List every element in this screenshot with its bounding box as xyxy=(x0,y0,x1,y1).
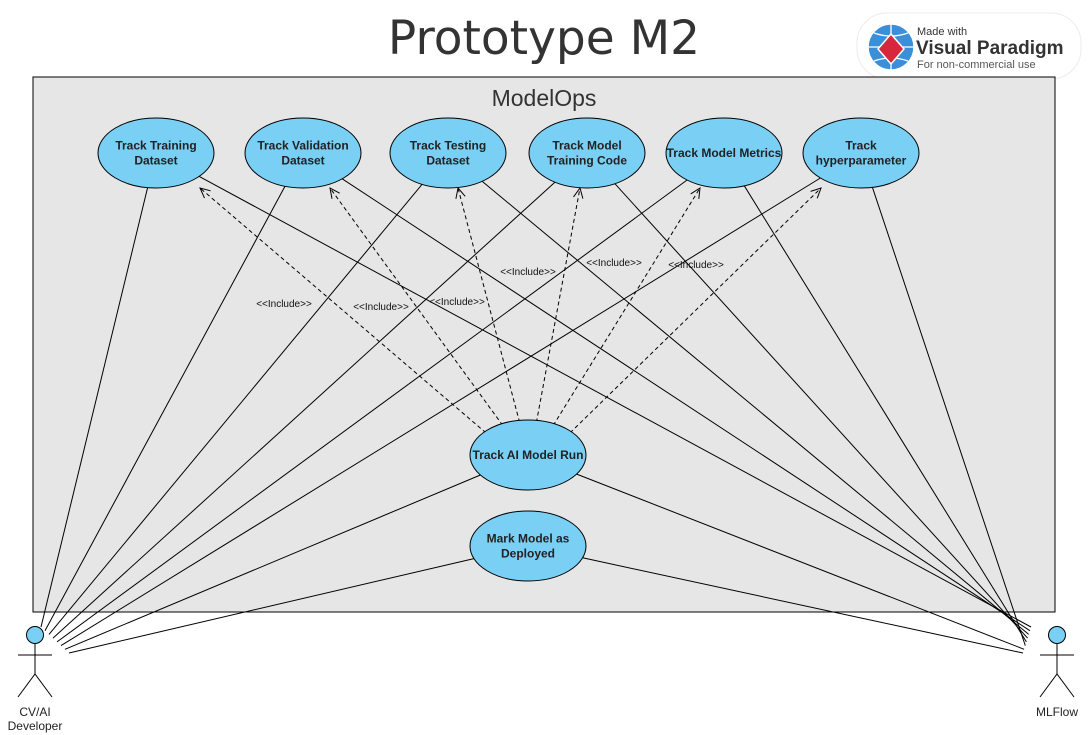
actor-legs-icon xyxy=(17,673,53,698)
association-mlflow-uc5 xyxy=(743,185,1027,643)
association-mlflow-uc3 xyxy=(481,180,1030,635)
watermark-made-with: Made with xyxy=(917,26,967,38)
watermark-note: For non-commercial use xyxy=(917,59,1036,71)
include-label: <<Include>> xyxy=(353,302,409,313)
include-label: <<Include>> xyxy=(500,267,556,278)
association-mlflow-uc2 xyxy=(341,178,1031,632)
use-case-ellipse[interactable] xyxy=(665,117,783,189)
use-case-ellipse[interactable] xyxy=(244,117,362,189)
association-dev-uc7 xyxy=(64,474,481,650)
use-case-label: Track AI Model Run xyxy=(473,448,584,462)
actor-label: Developer xyxy=(8,719,63,733)
use-case-ellipse[interactable] xyxy=(528,117,646,189)
association-mlflow-uc1 xyxy=(198,175,1032,628)
use-case-label: hyperparameter xyxy=(816,154,907,168)
include-label: <<Include>> xyxy=(256,299,312,310)
association-mlflow-uc6 xyxy=(871,187,1026,646)
use-case-label: Dataset xyxy=(134,154,177,168)
system-boundary-title: ModelOps xyxy=(492,85,597,111)
use-case-label: Deployed xyxy=(501,547,555,561)
actor-legs-icon xyxy=(1039,673,1075,698)
include-arrowhead-uc6 xyxy=(810,187,822,199)
association-dev-uc4 xyxy=(52,181,556,639)
use-case-label: Track xyxy=(845,139,877,153)
include-arrowhead-uc2 xyxy=(329,187,340,199)
association-dev-uc6 xyxy=(60,177,821,647)
include-line-uc4 xyxy=(535,187,581,423)
use-case-label: Dataset xyxy=(281,154,324,168)
use-case-label: Track Model xyxy=(552,139,621,153)
include-line-uc5 xyxy=(552,187,701,426)
use-case-label: Track Validation xyxy=(257,139,348,153)
actor-mlflow[interactable]: MLFlow xyxy=(1036,626,1078,720)
association-dev-uc3 xyxy=(48,183,423,635)
visual-paradigm-logo-icon xyxy=(867,23,915,71)
use-case-ellipse[interactable] xyxy=(469,510,587,582)
include-label: <<Include>> xyxy=(586,258,642,269)
association-mlflow-uc4 xyxy=(614,183,1028,639)
association-lines xyxy=(40,175,1032,654)
use-case-label: Track Testing xyxy=(410,139,486,153)
include-label: <<Include>> xyxy=(668,260,724,271)
include-line-uc6 xyxy=(569,187,822,434)
use-case-uc5[interactable]: Track Model Metrics xyxy=(665,117,783,189)
visual-paradigm-watermark: Made with Visual Paradigm For non-commer… xyxy=(856,12,1082,80)
use-case-ellipse[interactable] xyxy=(469,419,587,491)
use-case-label: Dataset xyxy=(426,154,469,168)
include-line-uc3 xyxy=(457,187,521,423)
include-arrowhead-uc1 xyxy=(199,187,211,199)
actor-label: CV/AI xyxy=(19,705,50,719)
actor-head-icon xyxy=(1048,626,1066,644)
use-case-ellipse[interactable] xyxy=(802,117,920,189)
use-case-label: Track Model Metrics xyxy=(667,146,782,160)
use-case-label: Track Training xyxy=(115,139,196,153)
diagram-title: Prototype M2 xyxy=(388,11,700,66)
actor-label: MLFlow xyxy=(1036,705,1078,719)
use-case-label: Mark Model as xyxy=(487,532,570,546)
include-arrowhead-uc5 xyxy=(690,187,701,199)
use-case-ellipse[interactable] xyxy=(389,117,507,189)
association-dev-uc8 xyxy=(68,558,475,654)
association-dev-uc2 xyxy=(44,186,286,631)
association-mlflow-uc7 xyxy=(576,473,1025,650)
association-dev-uc1 xyxy=(40,187,149,628)
association-mlflow-uc8 xyxy=(582,557,1024,654)
include-relations: <<Include>> <<Include>> <<Include>> <<Inclu… xyxy=(199,186,822,434)
use-case-uc7[interactable]: Track AI Model Run xyxy=(469,419,587,491)
include-label: <<Include>> xyxy=(429,297,485,308)
actor-head-icon xyxy=(26,626,44,644)
association-dev-uc5 xyxy=(56,179,688,643)
watermark-brand: Visual Paradigm xyxy=(916,38,1064,59)
use-case-label: Training Code xyxy=(547,154,627,168)
use-case-ellipse[interactable] xyxy=(97,117,215,189)
